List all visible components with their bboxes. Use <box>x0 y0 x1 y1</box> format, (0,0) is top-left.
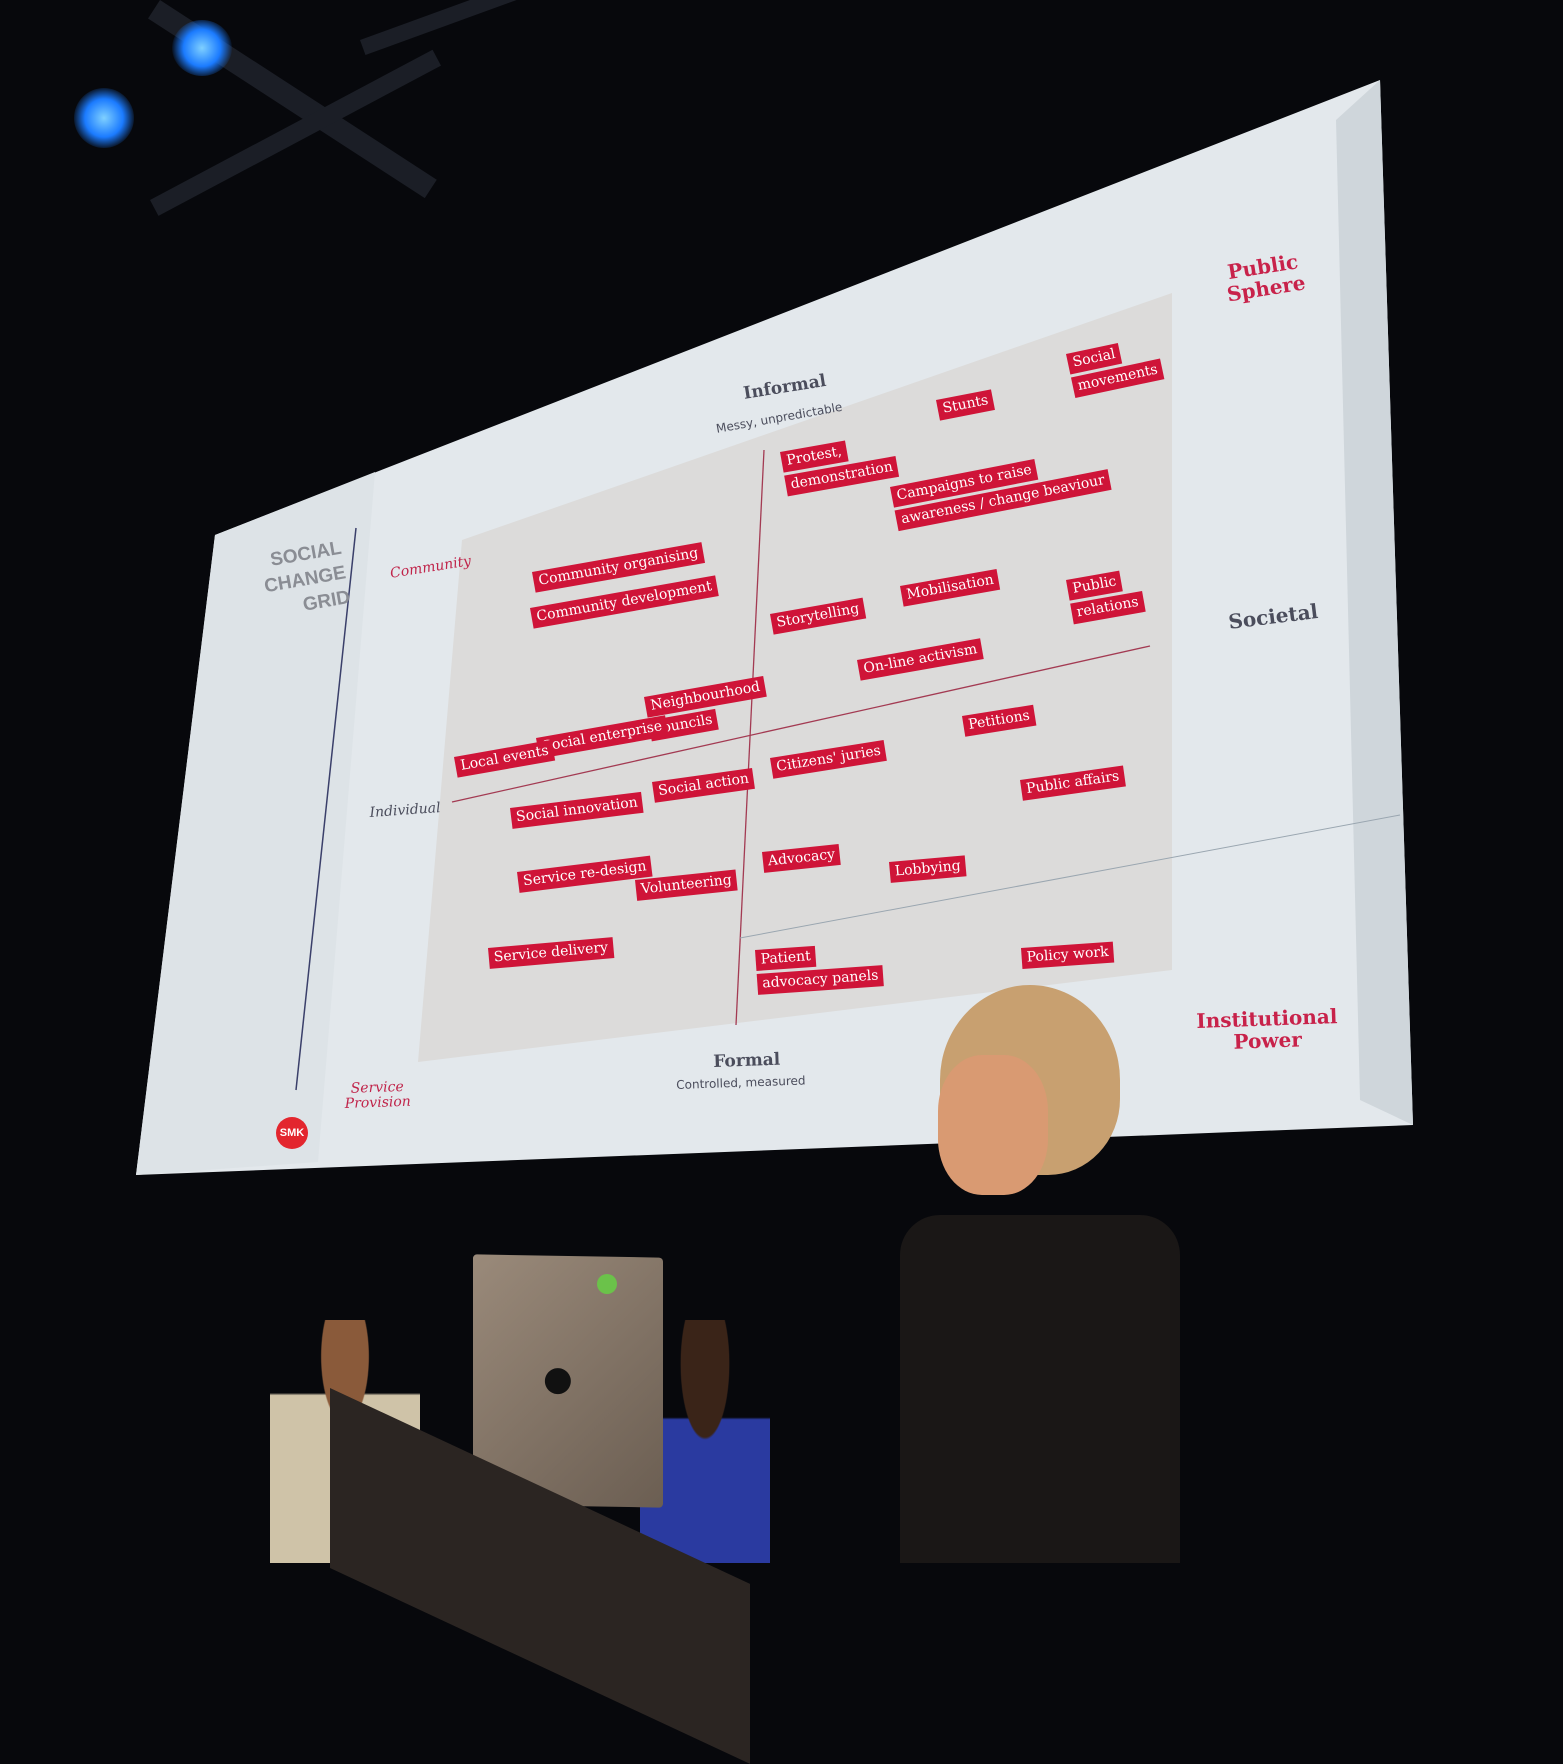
slide-left-panel <box>136 472 375 1175</box>
right-zone-divider <box>739 814 1401 939</box>
grid-horizontal-axis <box>451 645 1151 803</box>
smk-logo: SMK <box>276 1117 308 1149</box>
speaker-face <box>938 1055 1048 1195</box>
slide-right-strip <box>1336 80 1413 1125</box>
projection-screen <box>136 80 1413 1175</box>
green-sticker <box>597 1274 617 1294</box>
truss-beam <box>360 0 629 56</box>
axis-right-bottom-label: Institutional Power <box>1196 1004 1338 1054</box>
blue-stage-light <box>172 20 232 76</box>
apple-logo-icon: ● <box>543 1359 573 1399</box>
speaker-top <box>900 1215 1180 1563</box>
label-line: Provision <box>344 1093 412 1112</box>
title-divider-line <box>295 527 357 1091</box>
tag-line: Patient <box>755 945 817 971</box>
blue-stage-light <box>74 88 134 148</box>
speaker <box>880 985 1180 1563</box>
grid-vertical-axis <box>735 449 765 1026</box>
slide-title: SOCIAL CHANGE GRID <box>258 536 352 624</box>
axis-left-bottom-label: Service Provision <box>344 1079 412 1112</box>
axis-bottom-label: Formal <box>713 1049 781 1072</box>
